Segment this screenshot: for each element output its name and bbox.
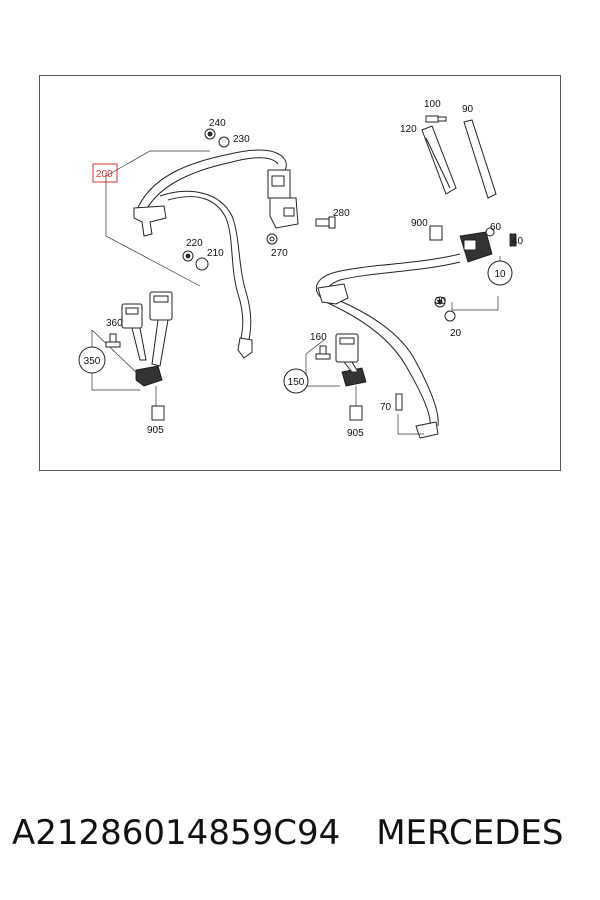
callout-240: 240 [209, 118, 226, 129]
callout-70: 70 [380, 402, 392, 413]
callout-90: 90 [462, 104, 474, 115]
callout-270: 270 [271, 248, 288, 259]
part-60 [485, 227, 495, 237]
buckle-150 [335, 333, 367, 387]
caption: A21286014859C94 MERCEDES [12, 808, 592, 858]
retractor-label [271, 175, 285, 187]
belt-upper-loop [135, 149, 287, 213]
bolt-280 [315, 216, 336, 229]
parts-diagram: 240 230 200 280 220 210 270 360 350 905 … [39, 75, 561, 471]
callout-350-circle [78, 346, 106, 374]
guide-bracket-120 [421, 125, 457, 195]
callout-220: 220 [186, 238, 203, 249]
leader-30-20 [451, 296, 499, 311]
leader-200-top [105, 150, 210, 177]
bolt-360 [105, 333, 121, 348]
belt-lower-strap [159, 190, 252, 345]
callout-200: 200 [96, 169, 113, 180]
cap-210 [195, 257, 209, 271]
callout-120: 120 [400, 124, 417, 135]
belt-upper-loop-inner [143, 157, 279, 215]
tongue-plate-front [317, 283, 349, 305]
callout-160: 160 [310, 332, 327, 343]
part-900 [429, 225, 443, 241]
callout-60: 60 [490, 222, 502, 233]
washer-20 [444, 310, 456, 322]
callout-210: 210 [207, 248, 224, 259]
callout-150: 150 [288, 377, 305, 388]
callout-280: 280 [333, 208, 350, 219]
callout-905-right: 905 [347, 428, 364, 439]
connector-905-right [349, 405, 363, 421]
bolt-100 [425, 115, 447, 123]
nut-270 [266, 233, 278, 245]
anchor-70 [395, 393, 439, 439]
callout-905-left: 905 [147, 425, 164, 436]
callout-150-circle [283, 368, 309, 394]
part-number: A21286014859C94 [12, 813, 341, 853]
leader-200-group [105, 176, 201, 287]
callout-360: 360 [106, 318, 123, 329]
callout-900: 900 [411, 218, 428, 229]
callout-10-circle [487, 260, 513, 286]
brand-name: MERCEDES [376, 813, 564, 853]
callout-200-highlight [92, 163, 118, 183]
belt-anchor-end [237, 337, 253, 359]
callout-20: 20 [450, 328, 462, 339]
retractor-10 [459, 231, 493, 263]
callout-30: 30 [435, 296, 447, 307]
bolt-40 [509, 233, 517, 247]
seat-belt-exploded-view: 240 230 200 280 220 210 270 360 350 905 … [78, 99, 524, 439]
callout-350: 350 [84, 356, 101, 367]
front-belt-webbing [316, 253, 461, 427]
retractor-lock [283, 207, 295, 217]
washer-230 [218, 136, 230, 148]
callout-230: 230 [233, 134, 250, 145]
height-adjuster-rail-90 [463, 119, 497, 199]
callout-100: 100 [424, 99, 441, 110]
callout-10: 10 [494, 269, 506, 280]
double-buckle-350 [121, 291, 173, 387]
tongue-plate-left [133, 205, 167, 237]
callout-40: 40 [512, 236, 524, 247]
belt-lower-strap-inner [167, 196, 244, 343]
connector-905-left [151, 405, 165, 421]
bolt-160 [315, 345, 331, 360]
